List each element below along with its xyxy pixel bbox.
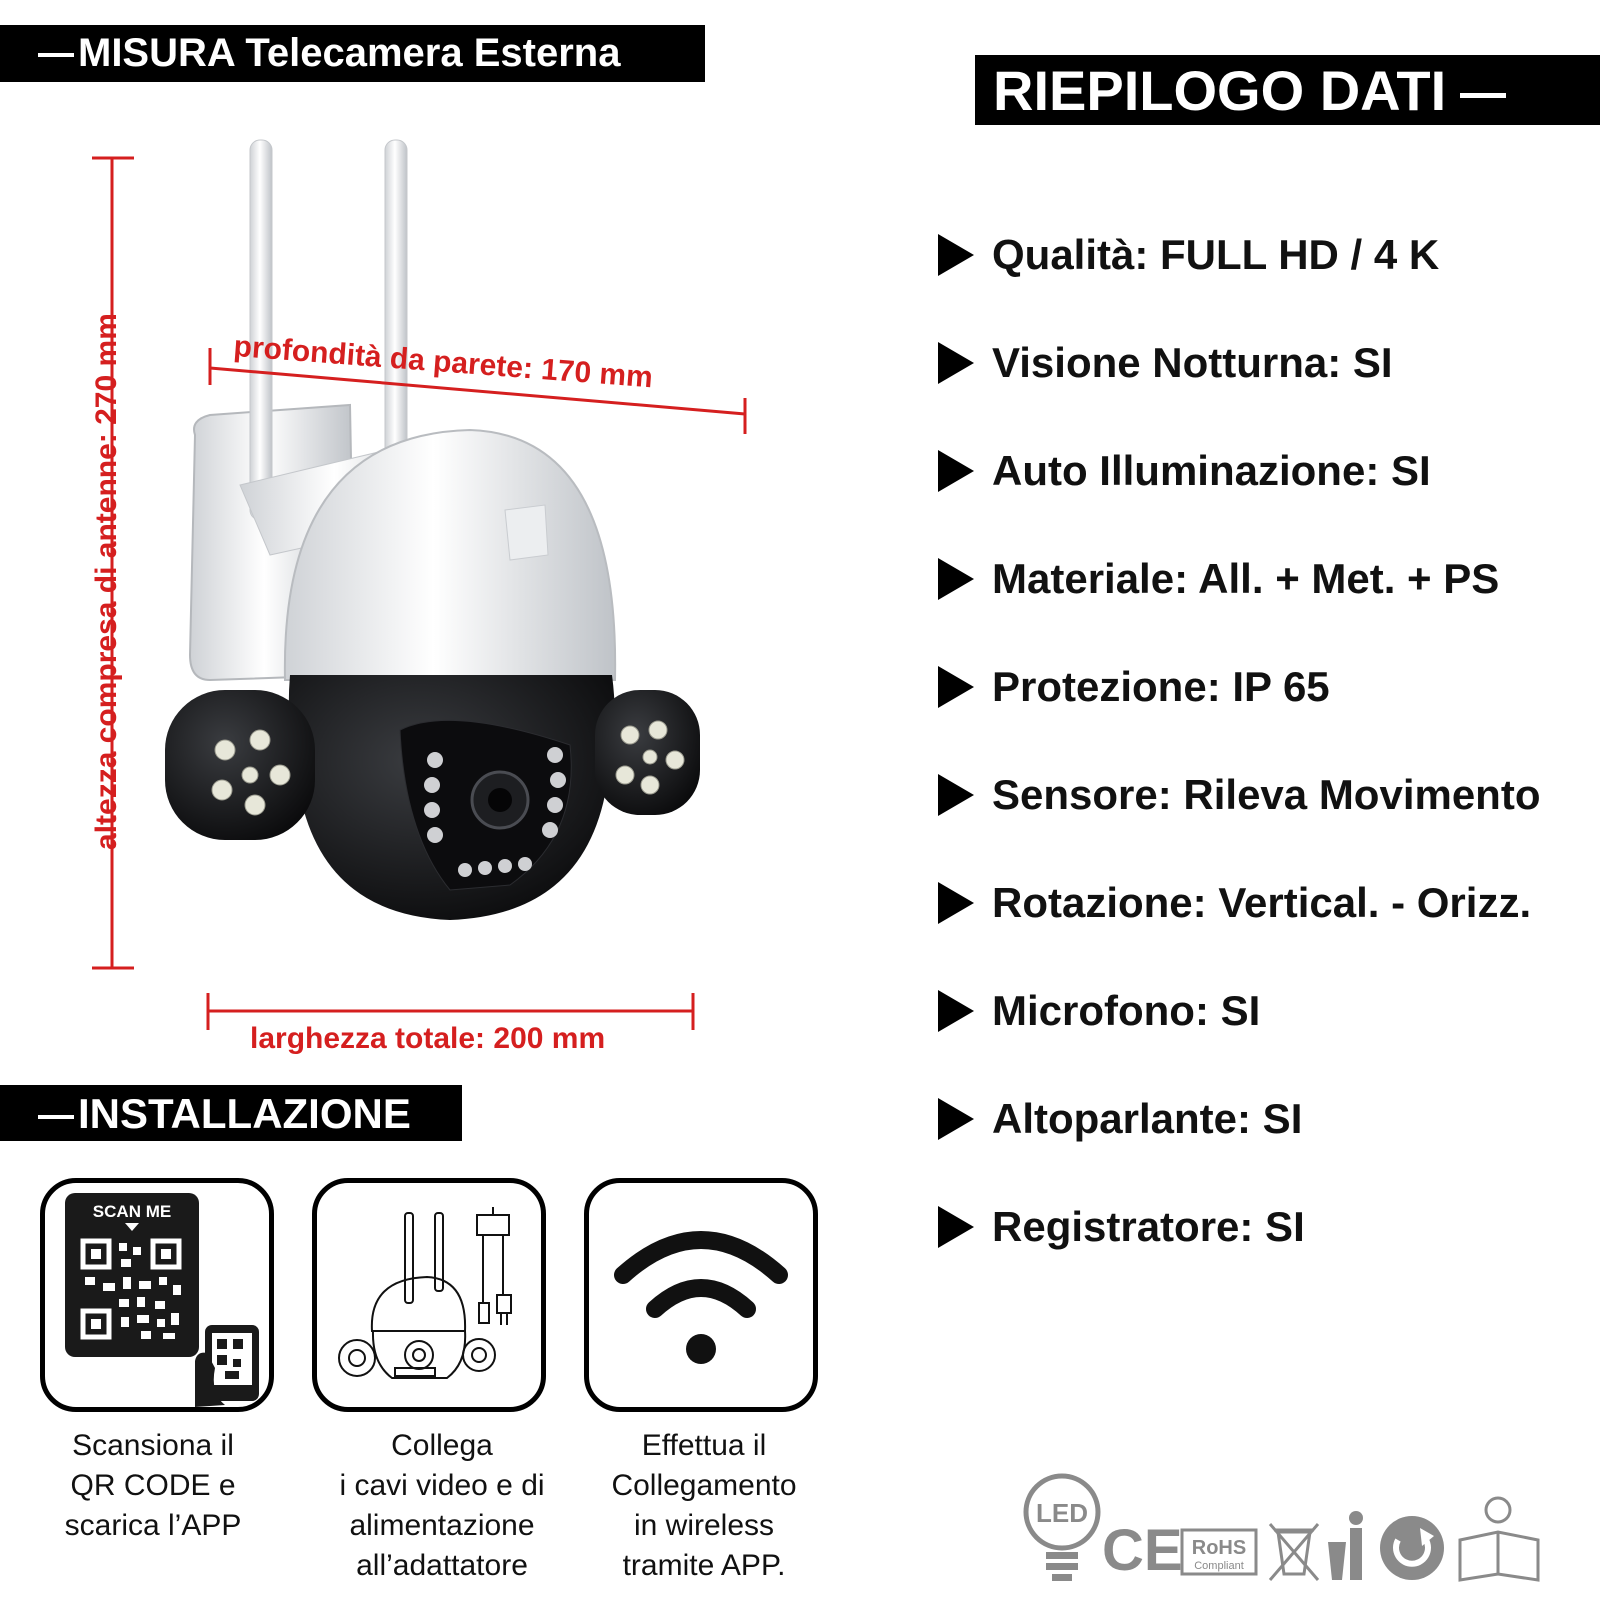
- certification-icons: LED CE RoHS Compliant: [1023, 1473, 1540, 1583]
- header-riepilogo: RIEPILOGO DATI: [975, 55, 1600, 125]
- spec-item: Sensore: Rileva Movimento: [938, 765, 1540, 825]
- width-dimension-label: larghezza totale: 200 mm: [250, 1022, 606, 1055]
- spec-item: Registratore: SI: [938, 1197, 1305, 1257]
- scan-me-label: SCAN ME: [93, 1202, 171, 1221]
- svg-text:RoHS: RoHS: [1192, 1537, 1246, 1559]
- rohs-icon: RoHS Compliant: [1180, 1528, 1258, 1576]
- led-label: LED: [1036, 1498, 1088, 1528]
- height-dimension-label: altezza compresa di antenne: 270 mm: [90, 313, 123, 850]
- header-dash: [1460, 92, 1507, 98]
- camera-illustration: [165, 139, 700, 920]
- header-dash: [38, 1114, 74, 1119]
- play-arrow-icon: [938, 881, 974, 924]
- header-installazione-title: INSTALLAZIONE: [78, 1090, 411, 1137]
- svg-text:Compliant: Compliant: [1194, 1560, 1244, 1572]
- spec-item: Rotazione: Vertical. - Orizz.: [938, 873, 1531, 933]
- play-arrow-icon: [938, 449, 974, 492]
- play-arrow-icon: [938, 665, 974, 708]
- play-arrow-icon: [938, 557, 974, 600]
- step-scan-qr: SCAN ME: [40, 1178, 274, 1412]
- header-dash: [38, 53, 74, 58]
- step-2-caption: Collega i cavi video e di alimentazione …: [339, 1429, 545, 1582]
- spec-item: Protezione: IP 65: [938, 657, 1330, 717]
- step-3-caption: Effettua il Collegamento in wireless tra…: [611, 1429, 797, 1582]
- play-arrow-icon: [938, 1205, 974, 1248]
- play-arrow-icon: [938, 341, 974, 384]
- play-arrow-icon: [938, 773, 974, 816]
- spec-item: Visione Notturna: SI: [938, 333, 1393, 393]
- led-bulb-icon: LED: [1023, 1473, 1101, 1581]
- header-riepilogo-title: RIEPILOGO DATI: [993, 59, 1447, 122]
- spec-item: Microfono: SI: [938, 981, 1260, 1041]
- step-connect-cables: [312, 1178, 546, 1412]
- play-arrow-icon: [938, 1097, 974, 1140]
- recycle-icon: [1380, 1516, 1444, 1580]
- play-arrow-icon: [938, 233, 974, 276]
- step-1-caption: Scansiona il QR CODE e scarica l’APP: [64, 1429, 242, 1542]
- spec-item: Qualità: FULL HD / 4 K: [938, 225, 1439, 285]
- header-installazione: INSTALLAZIONE: [0, 1085, 462, 1141]
- spec-item: Auto Illuminazione: SI: [938, 441, 1431, 501]
- step-wireless: [584, 1178, 818, 1412]
- header-misura-title: MISURA Telecamera Esterna: [78, 31, 621, 75]
- weee-bin-icon: [1268, 1523, 1320, 1581]
- tidy-man-icon: [1328, 1511, 1363, 1580]
- spec-item: Altoparlante: SI: [938, 1089, 1302, 1149]
- spec-item: Materiale: All. + Met. + PS: [938, 549, 1499, 609]
- qr-code-icon: SCAN ME: [65, 1193, 259, 1407]
- header-misura: MISURA Telecamera Esterna: [0, 25, 705, 82]
- play-arrow-icon: [938, 989, 974, 1032]
- camera-cables-icon: [338, 1207, 512, 1379]
- manual-info-icon: [1458, 1496, 1540, 1582]
- ce-mark-icon: CE: [1102, 1518, 1183, 1583]
- wifi-icon: [614, 1231, 788, 1364]
